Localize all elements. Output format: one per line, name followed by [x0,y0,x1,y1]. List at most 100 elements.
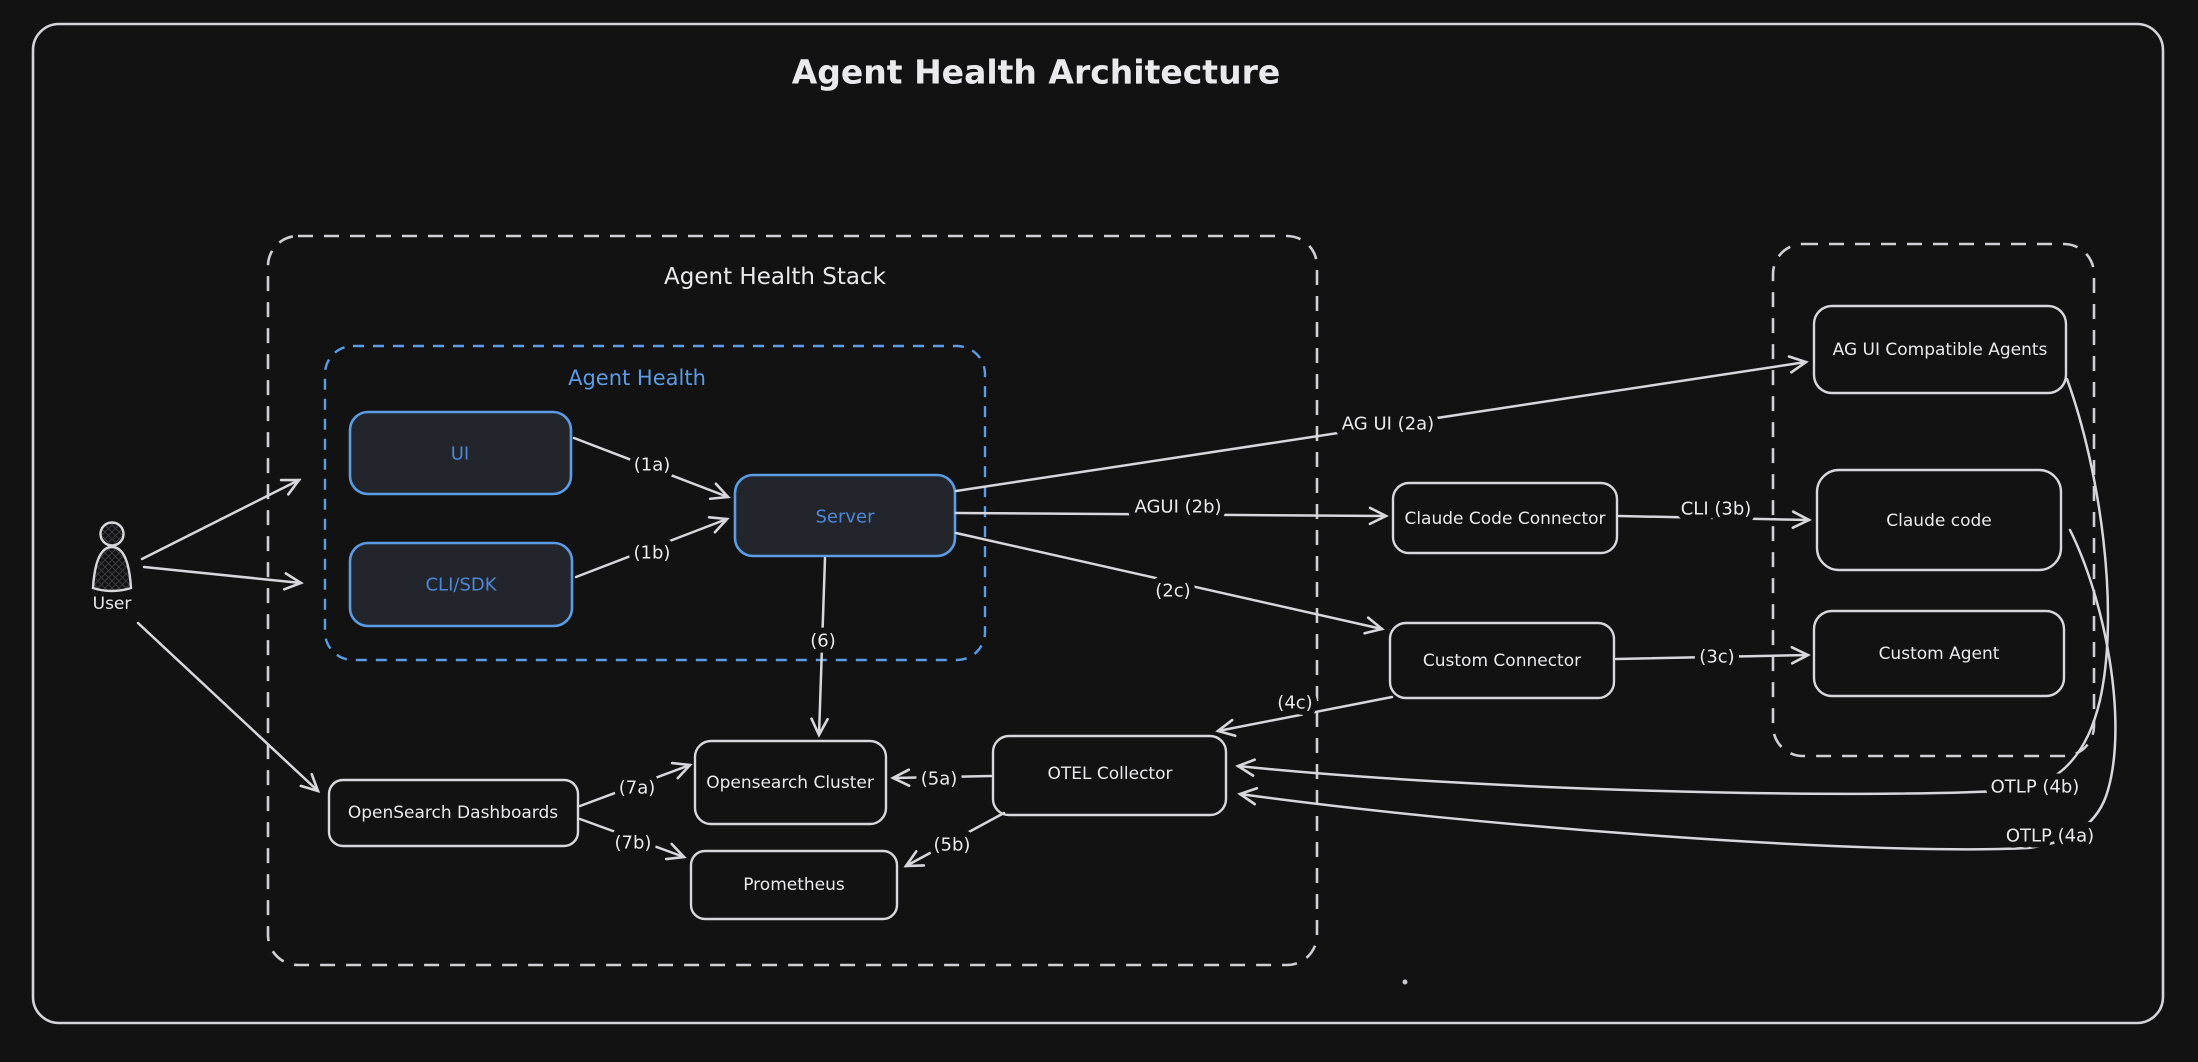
edge-2a-line [954,355,1809,493]
edge-2a-label: AG UI (2a) [1342,414,1434,435]
edge-user-opensearch-dashboards-line [136,621,321,793]
edge-4b-label: OTLP (4b) [1991,777,2080,798]
edge-4c-line [1215,695,1394,738]
otel-collector-label: OTEL Collector [1048,764,1173,784]
ag-ui-compatible-agents-box [1812,304,2068,395]
ui-label: UI [451,444,469,465]
node-ui: UI [348,410,573,496]
edge-user-ui [140,478,302,561]
claude-code-box [1815,468,2063,572]
edge-4c-label: (4c) [1277,693,1312,714]
edge-7b: (7b) [578,817,687,861]
node-otel-collector: OTEL Collector [991,734,1228,817]
opensearch-cluster-label: Opensearch Cluster [706,773,874,793]
ag-ui-compatible-agents-label: AG UI Compatible Agents [1833,340,2048,360]
edge-1b: (1b) [574,515,730,579]
edge-4b-line [1235,377,2110,796]
edge-5a-label: (5a) [921,769,958,790]
edge-6-line [810,556,829,738]
agent-health-stack-label: Agent Health Stack [664,264,887,290]
server-box [733,473,957,558]
edge-2c: (2c) [954,531,1385,635]
agent-health-stack-border [266,234,1319,967]
edge-7b-line [578,817,687,861]
edge-5b-line [903,811,1006,868]
edge-1a-line [572,436,731,501]
edge-1b-label: (1b) [634,543,671,564]
edge-user-opensearch-dashboards [136,621,321,793]
edge-4a-line [1237,528,2117,851]
agent-health-border [323,344,987,662]
opensearch-dashboards-box [327,778,580,848]
claude-code-connector-box [1391,481,1619,555]
edge-2c-label: (2c) [1155,581,1190,602]
otel-collector-box [991,734,1228,817]
user-icon-body [91,545,133,593]
edge-5b-label: (5b) [934,835,971,856]
custom-connector-label: Custom Connector [1423,651,1581,671]
opensearch-cluster-box [693,739,888,826]
edge-2b-label: AGUI (2b) [1134,497,1221,518]
node-custom-connector: Custom Connector [1388,621,1616,700]
edge-7a: (7a) [578,761,693,808]
claude-code-connector-label: Claude Code Connector [1404,509,1605,529]
group-agent-health-stack: Agent Health Stack [266,234,1319,967]
user-label: User [93,594,132,614]
edge-3c-label: (3c) [1699,647,1734,668]
user-icon-head [99,521,125,547]
edge-3c-line [1614,646,1811,665]
node-server: Server [733,473,957,558]
edge-3b-label: CLI (3b) [1681,499,1752,520]
custom-agent-label: Custom Agent [1879,644,2000,664]
stray-dot [1402,979,1408,985]
cli-sdk-label: CLI/SDK [425,575,497,596]
prometheus-label: Prometheus [743,875,845,895]
diagram-title: Agent Health Architecture [792,53,1280,92]
edge-2c-line [954,531,1385,635]
prometheus-box [689,849,899,921]
ui-box [348,410,573,496]
edge-7a-label: (7a) [619,778,656,799]
edge-user-cli-sdk-line [142,565,304,591]
edge-5a: (5a) [890,763,993,796]
opensearch-dashboards-label: OpenSearch Dashboards [348,803,558,823]
agent-health-label: Agent Health [568,366,706,390]
edge-5b: (5b) [903,811,1006,868]
edge-1a: (1a) [572,436,731,501]
edge-1a-label: (1a) [634,455,671,476]
edge-2a: AG UI (2a) [954,355,1809,493]
edge-4b: OTLP (4b) [1235,377,2110,804]
edge-user-ui-line [140,478,302,561]
edge-1b-line [574,515,730,579]
claude-code-label: Claude code [1886,511,1991,531]
edge-6: (6) [804,556,842,738]
group-agent-health: Agent Health [323,344,987,662]
group-agents-border [1771,242,2096,758]
custom-connector-box [1388,621,1616,700]
edge-7b-label: (7b) [615,833,652,854]
node-claude-code: Claude code [1815,468,2063,572]
edge-user-cli-sdk [142,565,304,591]
edge-3b-line [1617,510,1812,529]
edge-3b: CLI (3b) [1617,493,1812,529]
edge-4a-label: OTLP (4a) [2006,826,2094,847]
outer-frame [31,22,2165,1025]
node-opensearch-dashboards: OpenSearch Dashboards [327,778,580,848]
edge-4c: (4c) [1215,687,1394,738]
node-user: User [91,521,133,614]
edge-2b: AGUI (2b) [954,491,1389,526]
edge-5a-line [890,768,993,787]
node-opensearch-cluster: Opensearch Cluster [693,739,888,826]
node-custom-agent: Custom Agent [1812,609,2066,698]
node-ag-ui-compatible-agents: AG UI Compatible Agents [1812,304,2068,395]
edge-7a-line [578,761,693,808]
edge-2b-line [954,506,1389,526]
node-cli-sdk: CLI/SDK [348,541,574,628]
node-claude-code-connector: Claude Code Connector [1391,481,1619,555]
edge-3c: (3c) [1614,641,1811,674]
edge-6-label: (6) [810,631,836,652]
custom-agent-box [1812,609,2066,698]
server-label: Server [815,507,875,528]
edge-4a: OTLP (4a) [1237,528,2117,853]
